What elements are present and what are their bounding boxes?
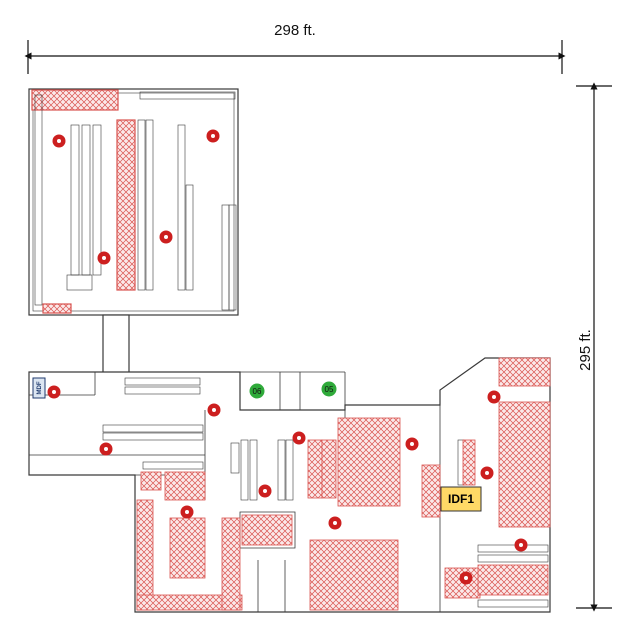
hatched-area: [498, 401, 551, 528]
height-label: 295 ft.: [577, 329, 594, 371]
red-access-point: [292, 431, 306, 445]
red-access-point: [180, 505, 194, 519]
red-access-point: [52, 134, 66, 148]
hatched-area: [164, 471, 206, 501]
green-ap-label: 05: [325, 385, 334, 394]
red-access-point: [514, 538, 528, 552]
hatched-area: [421, 464, 441, 518]
hatched-area: [307, 439, 323, 499]
mdf-room: MDF: [32, 377, 46, 399]
idf1-label: IDF1: [448, 492, 474, 506]
hatched-area: [498, 357, 551, 387]
hatched-area: [140, 471, 162, 491]
width-dimension: 298 ft.: [24, 22, 566, 74]
hatched-area: [136, 499, 154, 611]
top-building: [28, 88, 239, 374]
red-access-point: [47, 385, 61, 399]
red-access-point: [459, 571, 473, 585]
hatched-area: [241, 514, 293, 546]
hatched-area: [136, 594, 243, 611]
red-access-point: [405, 437, 419, 451]
hatched-area: [116, 119, 136, 291]
hatched-area: [321, 439, 337, 499]
red-access-point: [99, 442, 113, 456]
hatched-area: [477, 564, 549, 596]
hatched-area: [169, 517, 206, 579]
idf1-room: IDF1: [440, 486, 482, 512]
red-access-point: [480, 466, 494, 480]
green-access-point: 05: [321, 381, 337, 397]
hatched-area: [31, 89, 119, 111]
hatched-area: [42, 303, 72, 314]
green-ap-label: 06: [253, 387, 262, 396]
mdf-label: MDF: [37, 381, 43, 394]
green-access-point: 06: [249, 383, 265, 399]
red-access-point: [207, 403, 221, 417]
red-access-point: [487, 390, 501, 404]
height-dimension: 295 ft.: [576, 82, 612, 612]
hatched-area: [337, 417, 401, 507]
red-access-point: [206, 129, 220, 143]
red-access-point: [258, 484, 272, 498]
hatched-area: [221, 517, 241, 611]
hatched-area: [462, 439, 476, 486]
width-label: 298 ft.: [274, 22, 316, 39]
bottom-building: [28, 357, 551, 613]
red-access-point: [328, 516, 342, 530]
red-access-point: [159, 230, 173, 244]
red-access-points: [47, 129, 528, 585]
red-access-point: [97, 251, 111, 265]
hatched-area: [309, 539, 399, 611]
